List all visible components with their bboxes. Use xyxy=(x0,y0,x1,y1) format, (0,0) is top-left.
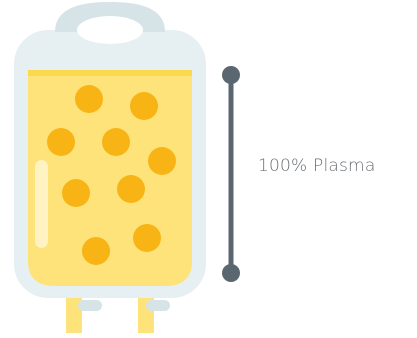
measure-line-bottom-dot xyxy=(222,264,240,282)
measure-line-top-dot xyxy=(222,66,240,84)
plasma-percentage-label: 100% Plasma xyxy=(258,156,375,176)
